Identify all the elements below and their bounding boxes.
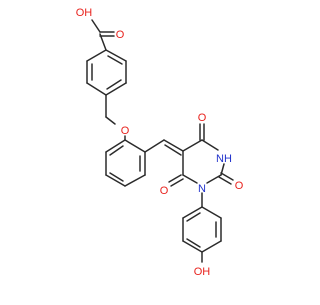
atom-label-ring-n: N bbox=[198, 183, 206, 195]
bond-c2-o bbox=[220, 172, 234, 181]
atom-label-carbonyl-o-top: O bbox=[198, 112, 207, 124]
ring4-bond-3 bbox=[201, 240, 222, 253]
atom-label-nh: NH bbox=[216, 153, 232, 165]
atom-label-carbonyl-o-acid: O bbox=[116, 29, 125, 41]
bond-acid-ring bbox=[99, 33, 107, 51]
ring2-bond-6 bbox=[105, 139, 126, 153]
atom-label-ether-o: O bbox=[121, 125, 130, 137]
ring4-inner-2 bbox=[186, 238, 201, 248]
ring4-bond-4 bbox=[182, 240, 203, 253]
ring3-bond-c2-n1 bbox=[206, 174, 222, 184]
ring1-inner-2 bbox=[106, 79, 122, 90]
atom-labels: OH O O O NH O O N OH bbox=[76, 7, 244, 278]
bond-lines bbox=[86, 19, 234, 263]
bond-c6-o bbox=[168, 174, 182, 183]
ring4-inner-3 bbox=[186, 212, 201, 222]
bond-c6-o-2 bbox=[170, 178, 184, 187]
bond-vinyl-c5 bbox=[163, 139, 184, 152]
bond-c2-o-2 bbox=[218, 176, 232, 185]
ring2-inner-3 bbox=[109, 145, 124, 156]
atom-label-carboxyl-oh: OH bbox=[76, 7, 93, 19]
bond-ch2-o bbox=[105, 116, 116, 125]
ring2-bond-4 bbox=[105, 174, 126, 187]
molecule-svg: OH O O O NH O O N OH bbox=[76, 7, 244, 278]
ring4-bond-1 bbox=[201, 206, 222, 219]
ring3-bond-n1-c6 bbox=[182, 174, 198, 184]
ring3-bond-c5-c4 bbox=[182, 139, 203, 152]
ring1-bond-6 bbox=[86, 49, 107, 62]
ring1-bond-4 bbox=[86, 82, 107, 96]
bond-c-oh bbox=[91, 19, 101, 33]
molecule-structure-diagram: OH O O O NH O O N OH bbox=[76, 7, 244, 278]
ring1-bond-1 bbox=[105, 49, 127, 62]
ring2-inner-2 bbox=[109, 172, 124, 182]
ring2-bond-1 bbox=[124, 139, 146, 153]
ring2-bond-3 bbox=[124, 174, 146, 187]
bond-ring-vinyl bbox=[144, 139, 165, 153]
atom-label-phenol-oh: OH bbox=[194, 266, 211, 278]
atom-label-carbonyl-o-right: O bbox=[235, 180, 244, 192]
ring3-bond-c4-n3 bbox=[201, 139, 219, 151]
ring4-bond-6 bbox=[182, 206, 203, 219]
ring1-bond-3 bbox=[105, 82, 127, 96]
ring1-inner-1 bbox=[107, 55, 123, 65]
atom-label-carbonyl-o-left: O bbox=[160, 185, 169, 197]
bond-vinyl-c5-double bbox=[164, 144, 182, 156]
